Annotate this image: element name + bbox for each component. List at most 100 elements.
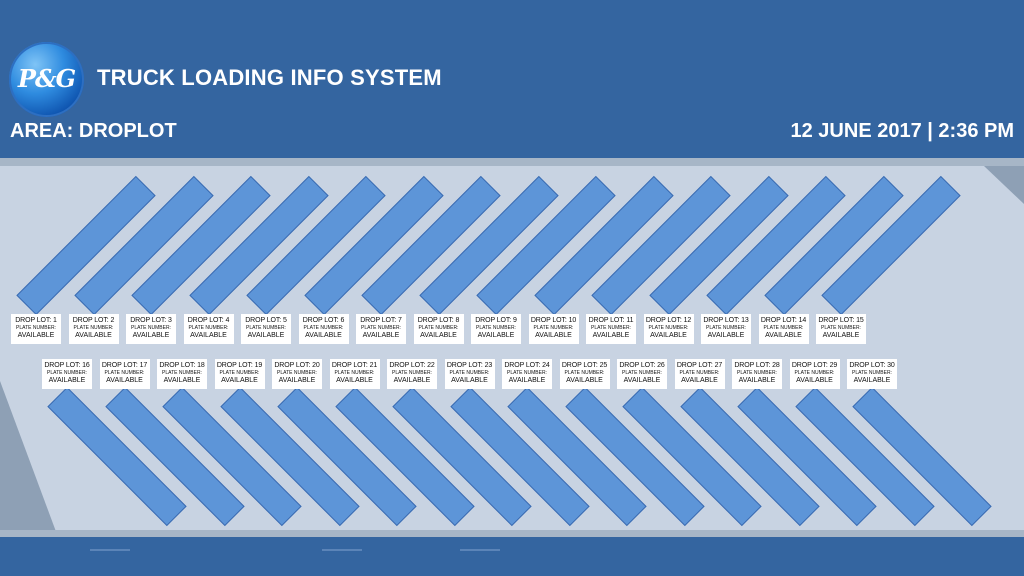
- lot-status: AVAILABLE: [163, 377, 201, 384]
- lot-status: AVAILABLE: [508, 377, 546, 384]
- drop-lot-name: DROP LOT: 20: [274, 362, 320, 369]
- lot-status: AVAILABLE: [822, 332, 860, 339]
- header-bar: P&G TRUCK LOADING INFO SYSTEM AREA: DROP…: [0, 0, 1024, 158]
- plate-number-label: PLATE NUMBER:: [334, 370, 375, 376]
- drop-lot-name: DROP LOT: 5: [245, 317, 287, 324]
- plate-number-label: PLATE NUMBER:: [277, 370, 317, 376]
- drop-lot-name: DROP LOT: 9: [475, 317, 517, 324]
- lot-status: AVAILABLE: [592, 332, 630, 339]
- drop-lot-name: DROP LOT: 17: [101, 362, 148, 369]
- lot-status: AVAILABLE: [451, 377, 488, 384]
- lot-status: AVAILABLE: [190, 332, 227, 339]
- logo-text: P&G: [17, 64, 76, 93]
- plate-number-label: PLATE NUMBER:: [219, 370, 260, 376]
- drop-lot-name: DROP LOT: 11: [588, 317, 634, 324]
- plate-number-label: PLATE NUMBER:: [246, 325, 286, 331]
- lot-status: AVAILABLE: [707, 332, 745, 339]
- lot-status: AVAILABLE: [17, 332, 55, 339]
- drop-lot-name: DROP LOT: 10: [530, 317, 577, 324]
- plate-number-label: PLATE NUMBER:: [622, 370, 662, 376]
- footer-bar: [0, 537, 1024, 576]
- lot-status: AVAILABLE: [650, 332, 687, 339]
- drop-lot-name: DROP LOT: 22: [389, 362, 435, 369]
- lot-status: AVAILABLE: [765, 332, 802, 339]
- plate-number-label: PLATE NUMBER:: [162, 370, 202, 376]
- lot-status: AVAILABLE: [853, 377, 891, 384]
- footer-tick: [460, 549, 500, 551]
- lot-status: AVAILABLE: [305, 332, 342, 339]
- yard-corner-top-right: [984, 166, 1024, 204]
- drop-lot-name: DROP LOT: 19: [216, 362, 263, 369]
- plate-number-label: PLATE NUMBER:: [73, 325, 114, 331]
- area-label: AREA: DROPLOT: [10, 120, 177, 142]
- drop-lot-name: DROP LOT: 12: [645, 317, 692, 324]
- lot-status: AVAILABLE: [362, 332, 400, 339]
- drop-lot-name: DROP LOT: 4: [187, 317, 230, 324]
- plate-number-label: PLATE NUMBER:: [16, 325, 56, 331]
- plate-number-label: PLATE NUMBER:: [564, 370, 605, 376]
- plate-number-label: PLATE NUMBER:: [794, 370, 835, 376]
- lot-status: AVAILABLE: [796, 377, 833, 384]
- lot-status: AVAILABLE: [566, 377, 603, 384]
- drop-lot-name: DROP LOT: 25: [561, 362, 608, 369]
- plate-number-label: PLATE NUMBER:: [852, 370, 892, 376]
- drop-lot-name: DROP LOT: 3: [130, 317, 172, 324]
- footer-tick: [322, 549, 362, 551]
- plate-number-label: PLATE NUMBER:: [449, 370, 490, 376]
- drop-lot-name: DROP LOT: 2: [72, 317, 115, 324]
- plate-number-label: PLATE NUMBER:: [591, 325, 631, 331]
- lot-status: AVAILABLE: [75, 332, 112, 339]
- plate-number-label: PLATE NUMBER:: [706, 325, 746, 331]
- plate-number-label: PLATE NUMBER:: [303, 325, 344, 331]
- plate-number-label: PLATE NUMBER:: [131, 325, 171, 331]
- datetime-display: 12 JUNE 2017 | 2:36 PM: [790, 120, 1015, 142]
- lot-status: AVAILABLE: [336, 377, 373, 384]
- drop-lot-name: DROP LOT: 21: [331, 362, 378, 369]
- lot-status: AVAILABLE: [420, 332, 457, 339]
- lot-status: AVAILABLE: [247, 332, 285, 339]
- drop-lot-name: DROP LOT: 23: [446, 362, 493, 369]
- drop-lot-name: DROP LOT: 29: [791, 362, 838, 369]
- plate-number-label: PLATE NUMBER:: [533, 325, 574, 331]
- lot-status: AVAILABLE: [278, 377, 316, 384]
- lot-status: AVAILABLE: [623, 377, 661, 384]
- drop-lot-name: DROP LOT: 18: [159, 362, 205, 369]
- lot-status: AVAILABLE: [221, 377, 258, 384]
- plate-number-label: PLATE NUMBER:: [418, 325, 459, 331]
- plate-number-label: PLATE NUMBER:: [648, 325, 689, 331]
- drop-lot-name: DROP LOT: 1: [15, 317, 57, 324]
- plate-number-label: PLATE NUMBER:: [763, 325, 804, 331]
- plate-number-label: PLATE NUMBER:: [47, 370, 87, 376]
